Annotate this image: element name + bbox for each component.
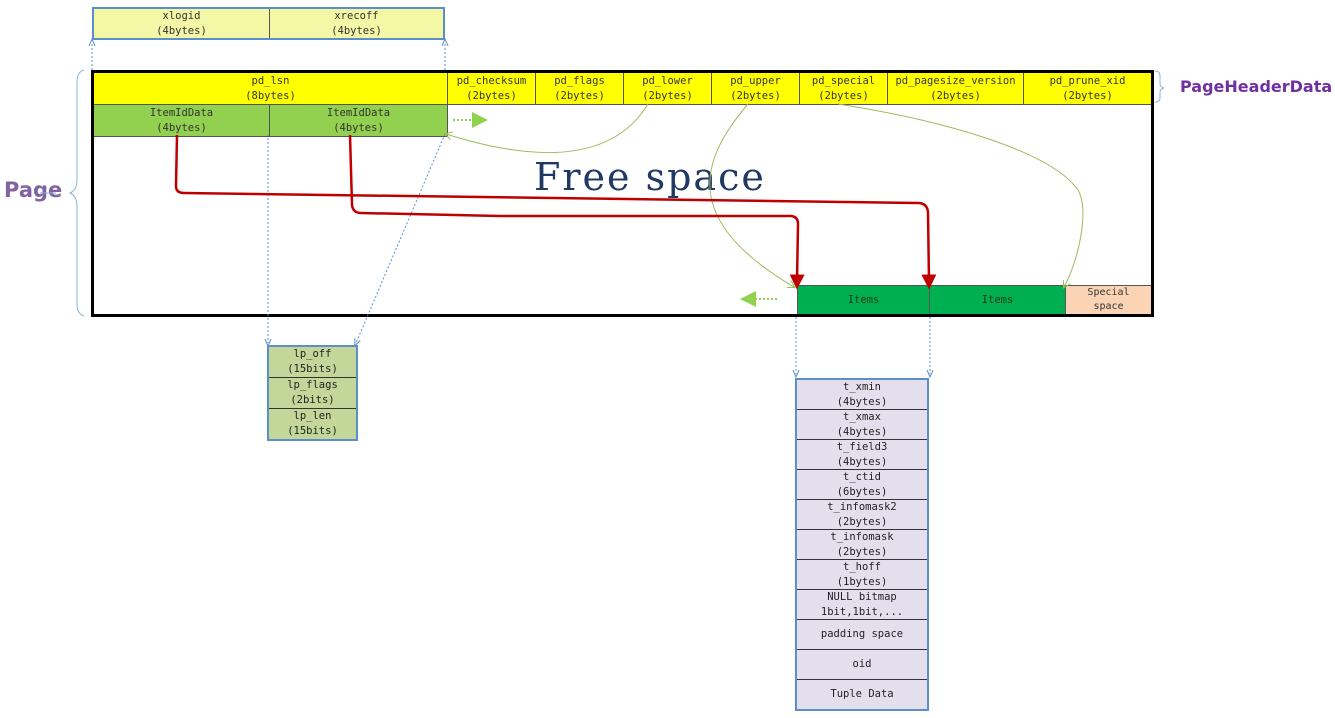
pd-flags-name: pd_flags — [554, 74, 605, 87]
pd-flags-cell: pd_flags (2bytes) — [536, 73, 624, 104]
itemid-fields-table: lp_off (15bits) lp_flags (2bits) lp_len … — [267, 345, 358, 441]
pd-pagesize-version-cell: pd_pagesize_version (2bytes) — [888, 73, 1024, 104]
page-header-row: pd_lsn (8bytes) pd_checksum (2bytes) pd_… — [94, 73, 1151, 105]
padding-space-row: padding space — [797, 620, 927, 650]
itemid2-to-items1 — [348, 134, 805, 290]
lp-flags-row: lp_flags (2bits) — [269, 378, 356, 409]
pd-prune-xid-name: pd_prune_xid — [1049, 74, 1126, 87]
free-space-label: Free space — [534, 155, 766, 199]
page-header-data-label: PageHeaderData — [1180, 77, 1333, 96]
pd-prune-xid-cell: pd_prune_xid (2bytes) — [1024, 73, 1151, 104]
xlogid-name: xlogid — [162, 9, 201, 22]
pd-lsn-size: (8bytes) — [245, 89, 296, 102]
pd-checksum-size: (2bytes) — [466, 89, 517, 102]
pd-lower-cell: pd_lower (2bytes) — [624, 73, 712, 104]
pd-prune-xid-size: (2bytes) — [1062, 89, 1113, 102]
pd-flags-size: (2bytes) — [554, 89, 605, 102]
lp-off-row: lp_off (15bits) — [269, 347, 356, 378]
itemid-cell-1: ItemIdData (4bytes) — [94, 105, 270, 136]
pd-upper-name: pd_upper — [730, 74, 781, 87]
xrecoff-name: xrecoff — [334, 9, 379, 22]
page-bracket — [68, 69, 85, 317]
t-hoff-row: t_hoff (1bytes) — [797, 560, 927, 590]
pd-special-name: pd_special — [811, 74, 876, 87]
pd-lower-name: pd_lower — [642, 74, 693, 87]
items-row: Items Items Special space — [797, 285, 1151, 314]
pd-upper-size: (2bytes) — [730, 89, 781, 102]
header-bracket — [1154, 70, 1165, 103]
tuple-fields-table: t_xmin (4bytes) t_xmax (4bytes) t_field3… — [795, 378, 929, 711]
oid-row: oid — [797, 650, 927, 680]
items-cell-2: Items — [930, 286, 1066, 314]
pd-pagesize-version-size: (2bytes) — [930, 89, 981, 102]
itemid-1-name: ItemIdData — [149, 106, 214, 119]
page-label: Page — [4, 178, 63, 202]
t-infomask-row: t_infomask (2bytes) — [797, 530, 927, 560]
special-space-cell: Special space — [1066, 286, 1151, 314]
pd-lower-pointer — [446, 103, 649, 153]
xlog-record-pointer: xlogid (4bytes) xrecoff (4bytes) — [92, 7, 445, 40]
pd-lower-size: (2bytes) — [642, 89, 693, 102]
itemid-cell-2: ItemIdData (4bytes) — [270, 105, 447, 136]
items-cell-1: Items — [798, 286, 930, 314]
lp-len-row: lp_len (15bits) — [287, 410, 338, 437]
itemid1-to-items2 — [174, 134, 937, 290]
null-bitmap-row: NULL bitmap 1bit,1bit,... — [797, 590, 927, 620]
itemid-2-name: ItemIdData — [326, 106, 391, 119]
pd-lsn-name: pd_lsn — [251, 74, 290, 87]
itemid-1-size: (4bytes) — [156, 121, 207, 134]
xrecoff-size: (4bytes) — [331, 24, 382, 37]
t-xmax-row: t_xmax (4bytes) — [797, 410, 927, 440]
tuple-data-row: Tuple Data — [830, 688, 894, 700]
pd-special-pointer — [837, 103, 1084, 287]
itemid-row: ItemIdData (4bytes) ItemIdData (4bytes) — [94, 105, 448, 137]
pd-checksum-name: pd_checksum — [456, 74, 527, 87]
pd-special-size: (2bytes) — [818, 89, 869, 102]
t-xmin-row: t_xmin (4bytes) — [797, 380, 927, 410]
t-ctid-row: t_ctid (6bytes) — [797, 470, 927, 500]
itemid-2-size: (4bytes) — [333, 121, 384, 134]
pd-upper-cell: pd_upper (2bytes) — [712, 73, 800, 104]
pd-checksum-cell: pd_checksum (2bytes) — [448, 73, 536, 104]
itemid-to-lp-right — [356, 133, 446, 343]
xrecoff-cell: xrecoff (4bytes) — [270, 9, 443, 38]
pd-lsn-cell: pd_lsn (8bytes) — [94, 73, 448, 104]
pd-pagesize-version-name: pd_pagesize_version — [895, 74, 1016, 87]
xlogid-cell: xlogid (4bytes) — [94, 9, 270, 38]
t-infomask2-row: t_infomask2 (2bytes) — [797, 500, 927, 530]
pd-special-cell: pd_special (2bytes) — [800, 73, 888, 104]
pd-upper-pointer — [709, 103, 794, 287]
t-field3-row: t_field3 (4bytes) — [797, 440, 927, 470]
xlogid-size: (4bytes) — [156, 24, 207, 37]
